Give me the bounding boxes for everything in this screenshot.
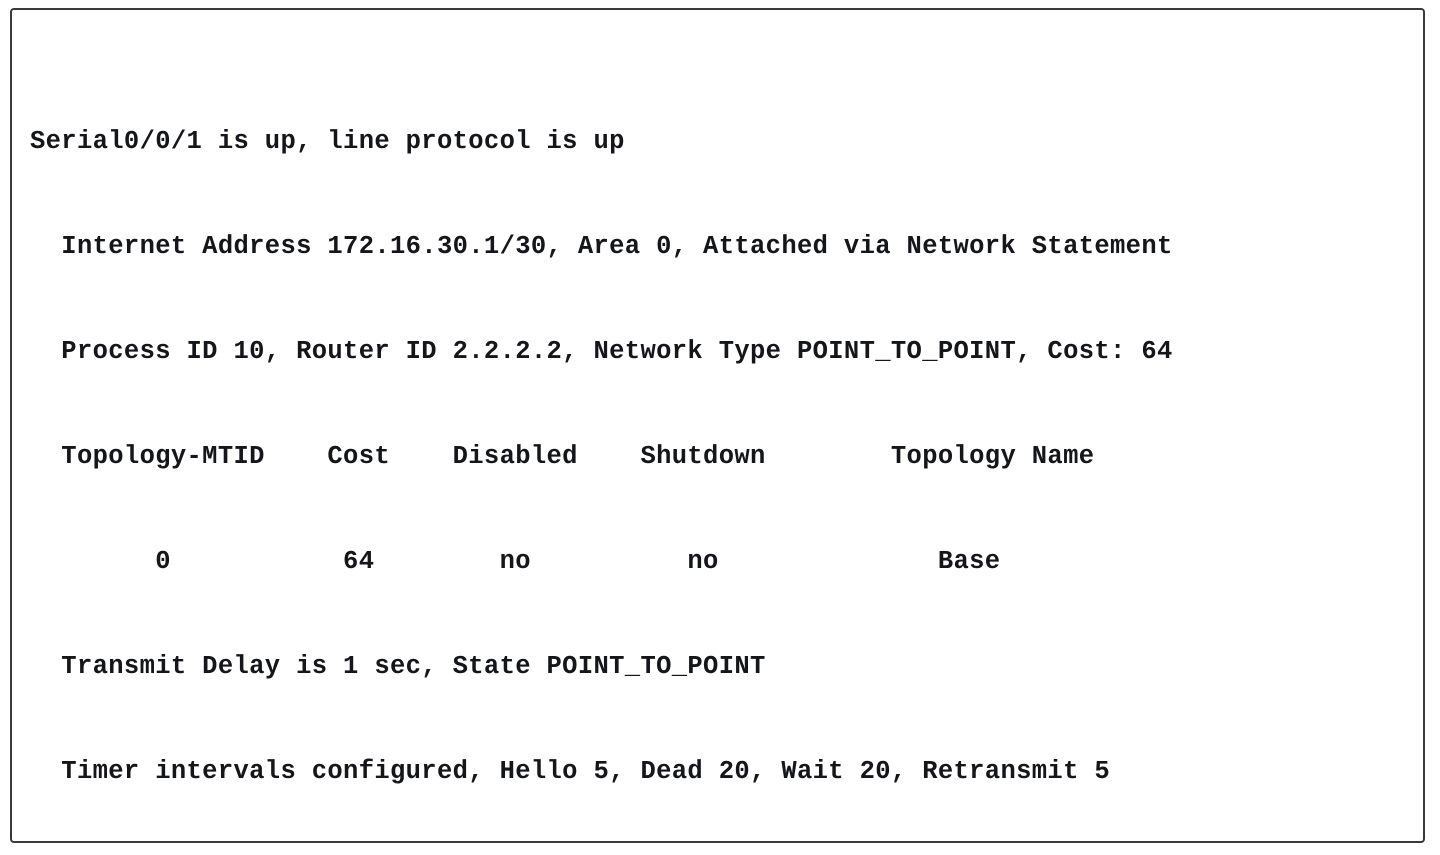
terminal-line: Internet Address 172.16.30.1/30, Area 0,… <box>30 232 1173 261</box>
terminal-line: Timer intervals configured, Hello 5, Dea… <box>30 757 1111 786</box>
terminal-line: Process ID 10, Router ID 2.2.2.2, Networ… <box>30 337 1173 366</box>
terminal-line-topology-row: 0 64 no no Base <box>30 547 1001 576</box>
terminal-line: Transmit Delay is 1 sec, State POINT_TO_… <box>30 652 766 681</box>
terminal-line-topology-header: Topology-MTID Cost Disabled Shutdown Top… <box>30 442 1095 471</box>
terminal-line: Serial0/0/1 is up, line protocol is up <box>30 127 625 156</box>
terminal-window-frame: Serial0/0/1 is up, line protocol is up I… <box>10 8 1425 843</box>
terminal-output-text[interactable]: Serial0/0/1 is up, line protocol is up I… <box>30 54 1419 841</box>
